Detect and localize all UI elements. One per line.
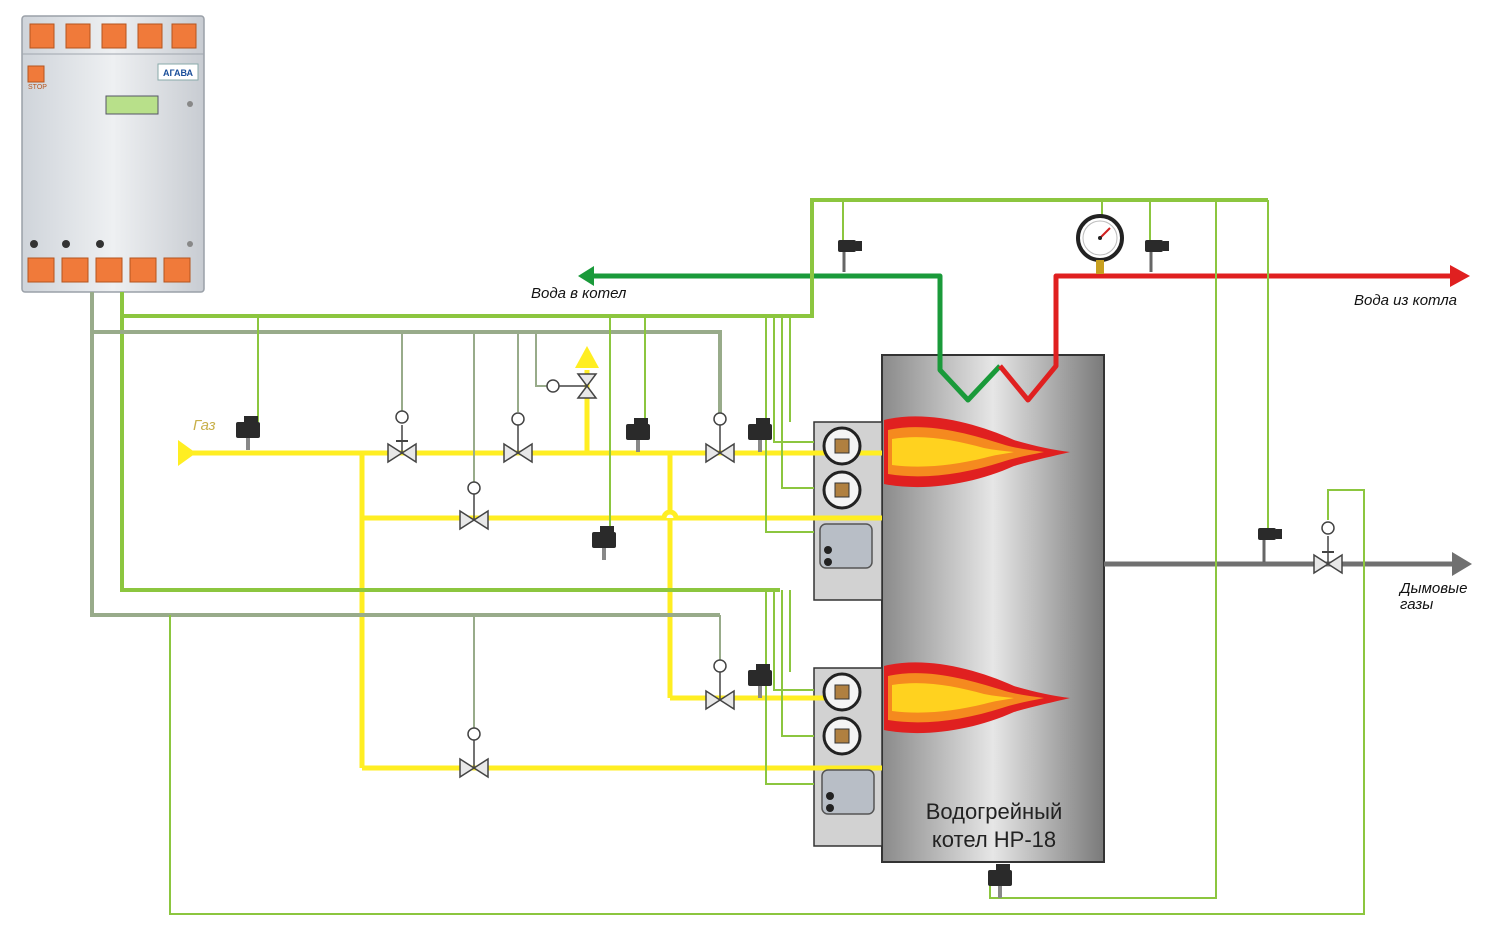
power-wiring	[90, 292, 722, 617]
ignition-transformer	[821, 769, 875, 815]
stop-button[interactable]	[27, 65, 45, 83]
flue-damper-valve[interactable]	[1313, 521, 1343, 575]
gas-valve[interactable]	[705, 659, 735, 711]
gas-valve[interactable]	[459, 727, 489, 779]
flue-gas-label-line1: Дымовые	[1400, 580, 1468, 597]
pressure-sensor-icon	[592, 526, 616, 560]
panel-top-modules	[29, 23, 197, 49]
stop-label: STOP	[28, 84, 47, 91]
gas-pressure-switch	[822, 470, 862, 510]
gas-valve[interactable]	[459, 481, 489, 531]
gas-label: Газ	[193, 417, 216, 434]
water-outlet-arrow	[1450, 265, 1470, 287]
pressure-sensor-icon	[748, 418, 772, 452]
flue-gas-label-line2: газы	[1400, 596, 1434, 613]
panel-bottom-modules	[27, 257, 191, 283]
vent-valve[interactable]	[546, 373, 598, 399]
water-inlet-label: Вода в котел	[531, 285, 627, 302]
pressure-sensor-icon	[236, 416, 260, 450]
panel-indicator	[187, 241, 193, 247]
panel-lcd-display	[105, 95, 159, 115]
gas-pressure-switch	[822, 672, 862, 712]
gas-pipework	[192, 370, 882, 771]
burner-flame-icon	[884, 416, 1070, 488]
water-outlet-pipe	[998, 273, 1452, 403]
control-wiring	[120, 198, 1268, 592]
flue-valve-wiring	[169, 489, 1365, 915]
boiler-title-line2: котел НР-18	[931, 827, 1057, 852]
thin-signal-wiring	[401, 332, 721, 728]
gas-inlet-arrow	[178, 440, 196, 466]
pressure-sensor-icon	[626, 418, 650, 452]
gas-pressure-switch	[822, 426, 862, 466]
gas-valve[interactable]	[705, 412, 735, 464]
control-panel: АГАВА	[21, 15, 205, 293]
temperature-sensor-icon	[838, 240, 862, 272]
flue-gas-arrow	[1452, 552, 1472, 576]
panel-indicator	[187, 101, 193, 107]
vent-arrow	[575, 346, 599, 368]
ignition-transformer	[819, 523, 873, 569]
gas-valve[interactable]	[387, 410, 417, 464]
pressure-gauge-icon	[1076, 214, 1124, 274]
temperature-sensor-icon	[1145, 240, 1169, 272]
gas-pressure-switch	[822, 716, 862, 756]
pipe-crossover	[661, 509, 679, 519]
water-inlet-arrow	[578, 266, 594, 286]
boiler-title-line1: Водогрейный	[925, 799, 1063, 824]
pressure-sensor-icon	[748, 664, 772, 698]
boiler-title: Водогрейный котел НР-18	[884, 798, 1104, 854]
water-outlet-label: Вода из котла	[1354, 292, 1458, 309]
brand-label: АГАВА	[163, 68, 194, 78]
panel-selector-switches[interactable]	[30, 240, 104, 248]
pressure-sensor-icon	[988, 864, 1012, 898]
brand-logo: АГАВА	[157, 63, 199, 81]
signal-wiring	[257, 200, 1269, 899]
gas-valve[interactable]	[503, 412, 533, 464]
temperature-sensor-icon	[1258, 528, 1282, 562]
water-inlet-pipe	[594, 273, 1002, 403]
burner-flame-icon	[884, 662, 1070, 734]
